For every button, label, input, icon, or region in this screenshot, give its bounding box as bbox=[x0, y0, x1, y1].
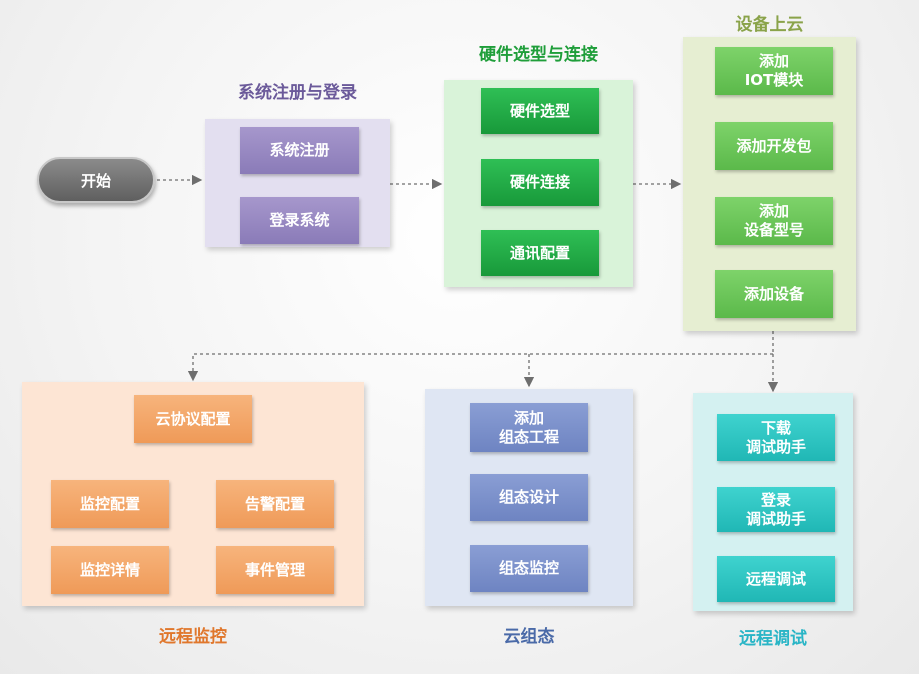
step-add-iot-module[interactable]: 添加 IOT模块 bbox=[715, 47, 833, 95]
step-monitor-config[interactable]: 监控配置 bbox=[51, 480, 169, 528]
step-add-dev-package[interactable]: 添加开发包 bbox=[715, 122, 833, 170]
step-remote-debug[interactable]: 远程调试 bbox=[717, 556, 835, 602]
step-config-design[interactable]: 组态设计 bbox=[470, 474, 588, 521]
register-section-title: 系统注册与登录 bbox=[238, 83, 357, 103]
monitor-section-title: 远程监控 bbox=[159, 627, 227, 647]
step-login-debug-assistant[interactable]: 登录 调试助手 bbox=[717, 487, 835, 532]
hardware-section-title: 硬件选型与连接 bbox=[479, 45, 598, 65]
step-download-debug-assistant[interactable]: 下载 调试助手 bbox=[717, 414, 835, 461]
debug-section-title: 远程调试 bbox=[739, 629, 807, 649]
step-system-register[interactable]: 系统注册 bbox=[240, 127, 359, 174]
step-hardware-select[interactable]: 硬件选型 bbox=[481, 88, 599, 134]
config-section-title: 云组态 bbox=[503, 627, 555, 647]
step-monitor-detail[interactable]: 监控详情 bbox=[51, 546, 169, 594]
step-cloud-protocol-config[interactable]: 云协议配置 bbox=[134, 395, 252, 443]
step-add-config-project[interactable]: 添加 组态工程 bbox=[470, 403, 588, 452]
arrow-to-monitor bbox=[187, 353, 773, 382]
step-add-device[interactable]: 添加设备 bbox=[715, 270, 833, 318]
step-comm-config[interactable]: 通讯配置 bbox=[481, 230, 599, 276]
step-hardware-connect[interactable]: 硬件连接 bbox=[481, 159, 599, 206]
step-login-system[interactable]: 登录系统 bbox=[240, 197, 359, 244]
cloud-section-title: 设备上云 bbox=[735, 15, 804, 35]
start-node[interactable]: 开始 bbox=[37, 157, 155, 203]
step-alarm-config[interactable]: 告警配置 bbox=[216, 480, 334, 528]
step-event-management[interactable]: 事件管理 bbox=[216, 546, 334, 594]
step-add-device-model[interactable]: 添加 设备型号 bbox=[715, 197, 833, 245]
step-config-monitor[interactable]: 组态监控 bbox=[470, 545, 588, 592]
